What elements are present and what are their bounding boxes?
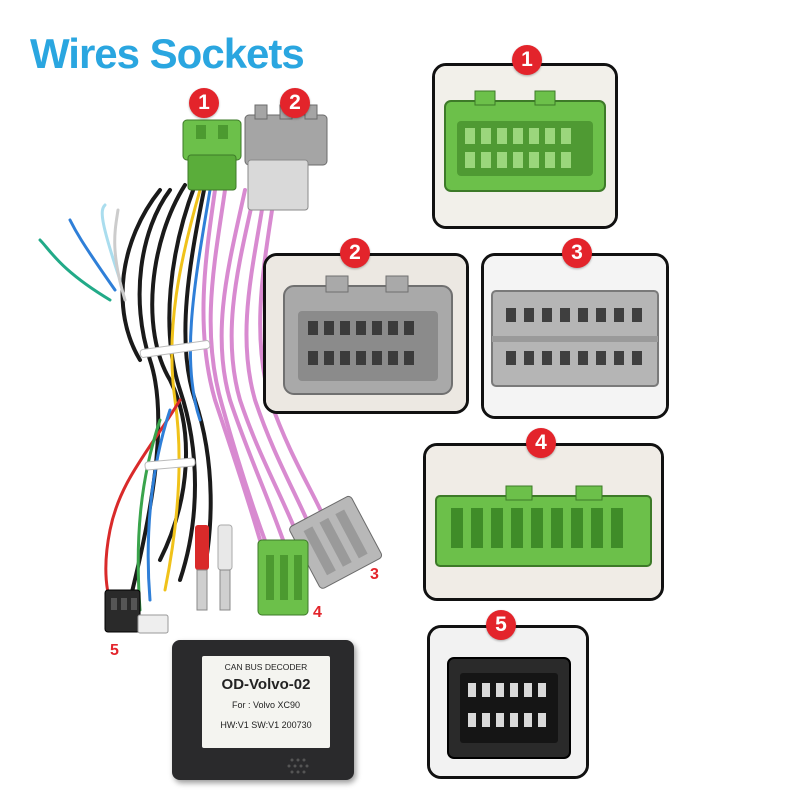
- can-bus-decoder-box: CAN BUS DECODER OD-Volvo-02 For : Volvo …: [172, 640, 354, 780]
- gray-double-connector-icon: [484, 256, 666, 416]
- decoder-line-3: For : Volvo XC90: [231, 700, 301, 710]
- page-title: Wires Sockets: [30, 30, 305, 77]
- connector-4-label: 4: [313, 604, 322, 621]
- green-wide-connector-icon: [426, 446, 661, 598]
- panel-2-badge: 2: [340, 238, 370, 268]
- panel-connector-5: [427, 625, 589, 779]
- panel-connector-2: [263, 253, 469, 414]
- speaker-grille-icon: [287, 758, 309, 774]
- connector-1-badge: 1: [189, 88, 219, 118]
- wire-harness-illustration: [38, 104, 383, 634]
- black-connector-icon: [430, 628, 586, 776]
- decoder-line-4: HW:V1 SW:V1 200730: [220, 720, 312, 730]
- decoder-line-1: CAN BUS DECODER: [224, 662, 308, 672]
- connector-5-label: 5: [110, 642, 119, 659]
- decoder-label: CAN BUS DECODER OD-Volvo-02 For : Volvo …: [202, 656, 330, 748]
- panel-connector-4: [423, 443, 664, 601]
- panel-3-badge: 3: [562, 238, 592, 268]
- panel-1-badge: 1: [512, 45, 542, 75]
- connector-3-label: 3: [370, 566, 379, 583]
- connector-2-badge: 2: [280, 88, 310, 118]
- panel-5-badge: 5: [486, 610, 516, 640]
- panel-connector-1: [432, 63, 618, 229]
- gray-connector-icon: [266, 256, 466, 411]
- green-connector-icon: [435, 66, 615, 226]
- decoder-line-2: OD-Volvo-02: [221, 676, 311, 693]
- panel-4-badge: 4: [526, 428, 556, 458]
- panel-connector-3: [481, 253, 669, 419]
